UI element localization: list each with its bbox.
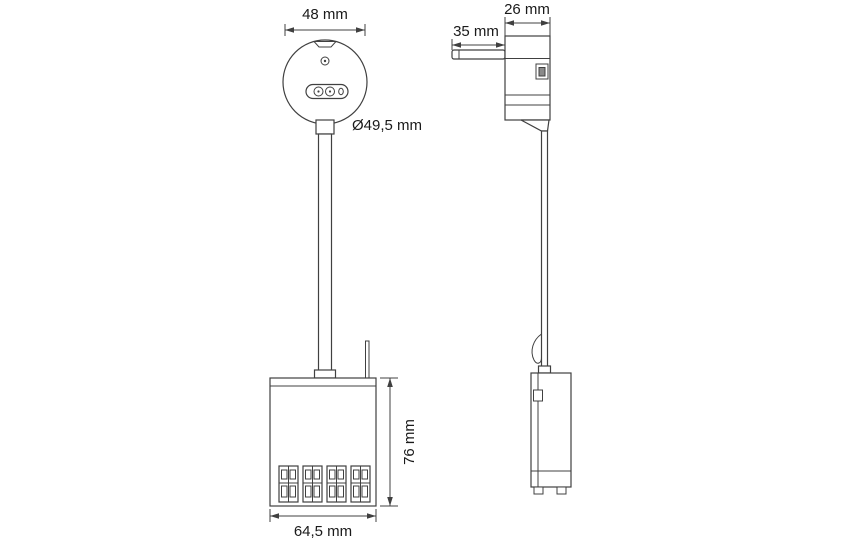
dimension-bracket-length: 35 mm <box>451 23 505 50</box>
arrow-right-icon <box>356 27 365 33</box>
arrow-right-icon <box>367 513 376 519</box>
body-depth-label: 26 mm <box>504 1 550 18</box>
arrow-down-icon <box>387 497 393 506</box>
head-width-label: 48 mm <box>302 6 348 23</box>
arrow-up-icon <box>387 378 393 387</box>
dimension-box-width: 64,5 mm <box>269 509 377 540</box>
cable-taper <box>520 119 550 132</box>
box-height-label: 76 mm <box>401 419 418 465</box>
side-view: 26 mm 35 mm <box>451 1 572 495</box>
side-driver-box <box>530 372 572 495</box>
side-box-detail <box>533 389 543 402</box>
mounting-tab <box>312 41 338 48</box>
arrow-right-icon <box>541 20 550 26</box>
side-cable <box>531 130 552 374</box>
screw-icon <box>320 56 330 66</box>
arrow-left-icon <box>285 27 294 33</box>
box-foot <box>533 486 544 495</box>
strain-relief-loop <box>531 333 543 364</box>
side-body <box>504 35 551 132</box>
arrow-left-icon <box>270 513 279 519</box>
arrow-left-icon <box>505 20 514 26</box>
arrow-right-icon <box>496 42 505 48</box>
head-diameter-label: Ø49,5 mm <box>352 117 422 134</box>
sensor-head <box>282 39 368 125</box>
box-foot <box>556 486 567 495</box>
dimension-body-depth: 26 mm <box>504 1 551 36</box>
bracket-length-label: 35 mm <box>453 23 499 40</box>
front-cable <box>313 119 337 379</box>
cable-gland <box>315 119 335 135</box>
dimension-box-height: 76 mm <box>380 377 418 507</box>
antenna-wire <box>365 340 370 379</box>
bracket-arm <box>451 49 506 60</box>
arrow-left-icon <box>452 42 461 48</box>
dimension-head-width: 48 mm <box>284 6 366 36</box>
front-view: 48 mm Ø49,5 mm 76 mm 64,5 mm <box>269 6 422 540</box>
box-width-label: 64,5 mm <box>294 523 352 540</box>
terminal-pill <box>305 83 349 100</box>
